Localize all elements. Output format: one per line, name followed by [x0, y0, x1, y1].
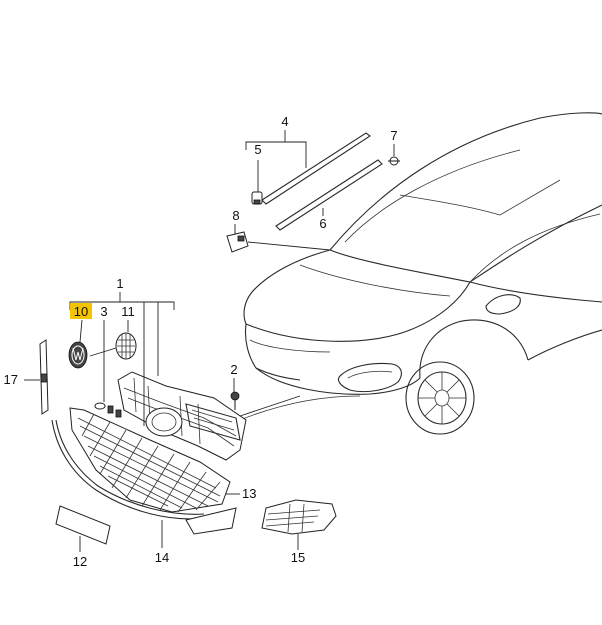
- side-strip-part-17: [39, 339, 49, 415]
- mesh-badge-part-11: [115, 332, 137, 360]
- screw-part-2: [230, 391, 240, 410]
- lower-mesh-grille-part-13: [69, 407, 231, 513]
- clips-part-3: [94, 402, 122, 418]
- side-grille-part-15: [261, 499, 337, 535]
- trim-strips: [261, 132, 383, 231]
- label-part-5: 5: [254, 142, 261, 157]
- lower-trim-part-14: [51, 419, 237, 535]
- label-part-4: 4: [281, 114, 288, 129]
- label-part-1: 1: [116, 276, 123, 291]
- label-part-6: 6: [319, 216, 326, 231]
- upper-grille-part-1: [117, 371, 247, 461]
- label-part-13: 13: [242, 486, 256, 501]
- label-part-14: 14: [155, 550, 169, 565]
- label-part-15: 15: [291, 550, 305, 565]
- label-part-2: 2: [230, 362, 237, 377]
- car-outline: [239, 112, 602, 435]
- leader-lines: [24, 130, 395, 552]
- label-part-12: 12: [73, 554, 87, 569]
- label-part-8: 8: [232, 208, 239, 223]
- label-part-17: 17: [4, 372, 18, 387]
- label-part-7: 7: [390, 128, 397, 143]
- front-wheel: [405, 361, 475, 435]
- clip-part-5: [251, 191, 263, 205]
- bracket-part-8: [226, 231, 249, 253]
- screw-part-7: [388, 156, 400, 166]
- part-labels: 4 5 6 7 8 1 10 3 11 2 17 13 14 12 15: [4, 114, 398, 569]
- emblem-part-10: [68, 341, 88, 369]
- label-part-10: 10: [74, 304, 88, 319]
- highlight-box: [70, 303, 92, 319]
- license-plate-part-12: [55, 505, 111, 545]
- label-part-3: 3: [100, 304, 107, 319]
- label-part-11: 11: [121, 304, 135, 319]
